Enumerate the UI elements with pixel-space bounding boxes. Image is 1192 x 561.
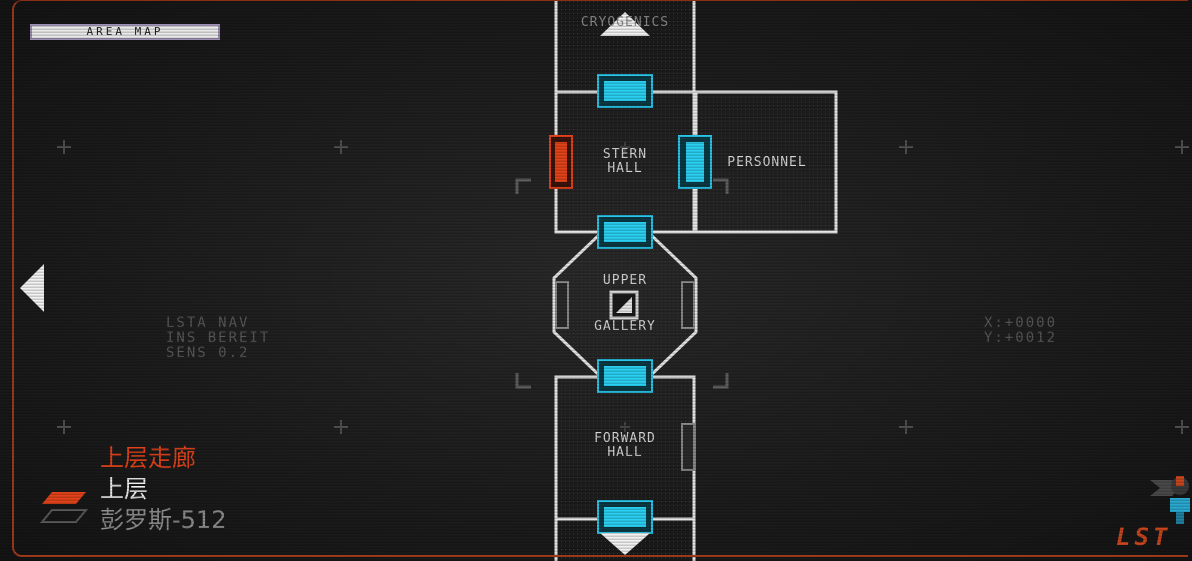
- room-label-gallery: GALLERY: [594, 319, 656, 334]
- current-deck-name: 上层: [100, 475, 148, 503]
- room-label-cryogenics: CRYOGENICS: [580, 15, 670, 30]
- door-gallery-forward[interactable]: [597, 359, 653, 393]
- nav-status-line-1: LSTA NAV: [166, 315, 250, 331]
- brand-logo: LST: [1116, 523, 1172, 551]
- room-label-upper: UPPER: [602, 273, 648, 288]
- area-map-title: AREA MAP: [30, 24, 220, 40]
- coordinate-x: X:+0000: [984, 315, 1058, 331]
- ship-emblem-icon: [1150, 476, 1190, 524]
- door-cryo-stern[interactable]: [597, 74, 653, 108]
- room-label-stern-hall: STERN HALL: [602, 147, 648, 176]
- room-label-personnel: PERSONNEL: [727, 155, 807, 170]
- deck-layers-icon: [39, 492, 89, 523]
- save-station-icon[interactable]: [609, 290, 639, 320]
- triangle-left-icon[interactable]: [20, 264, 44, 312]
- triangle-up-icon[interactable]: [600, 12, 650, 36]
- current-area-name: 上层走廊: [100, 444, 196, 472]
- door-stern-west-locked[interactable]: [549, 135, 573, 189]
- nav-status-line-2: INS BEREIT: [166, 330, 271, 346]
- triangle-down-icon[interactable]: [600, 533, 650, 555]
- room-label-forward-hall: FORWARD HALL: [594, 431, 656, 460]
- nav-status-line-3: SENS 0.2: [166, 345, 250, 361]
- room-stern-hall[interactable]: [554, 90, 696, 234]
- room-forward-hall[interactable]: [554, 375, 696, 521]
- room-personnel[interactable]: [694, 90, 838, 234]
- wall-alcoves: [555, 281, 695, 471]
- door-forward-lower[interactable]: [597, 500, 653, 534]
- door-stern-gallery[interactable]: [597, 215, 653, 249]
- coordinate-y: Y:+0012: [984, 330, 1058, 346]
- door-stern-personnel[interactable]: [678, 135, 712, 189]
- station-name: 彭罗斯-512: [100, 506, 227, 534]
